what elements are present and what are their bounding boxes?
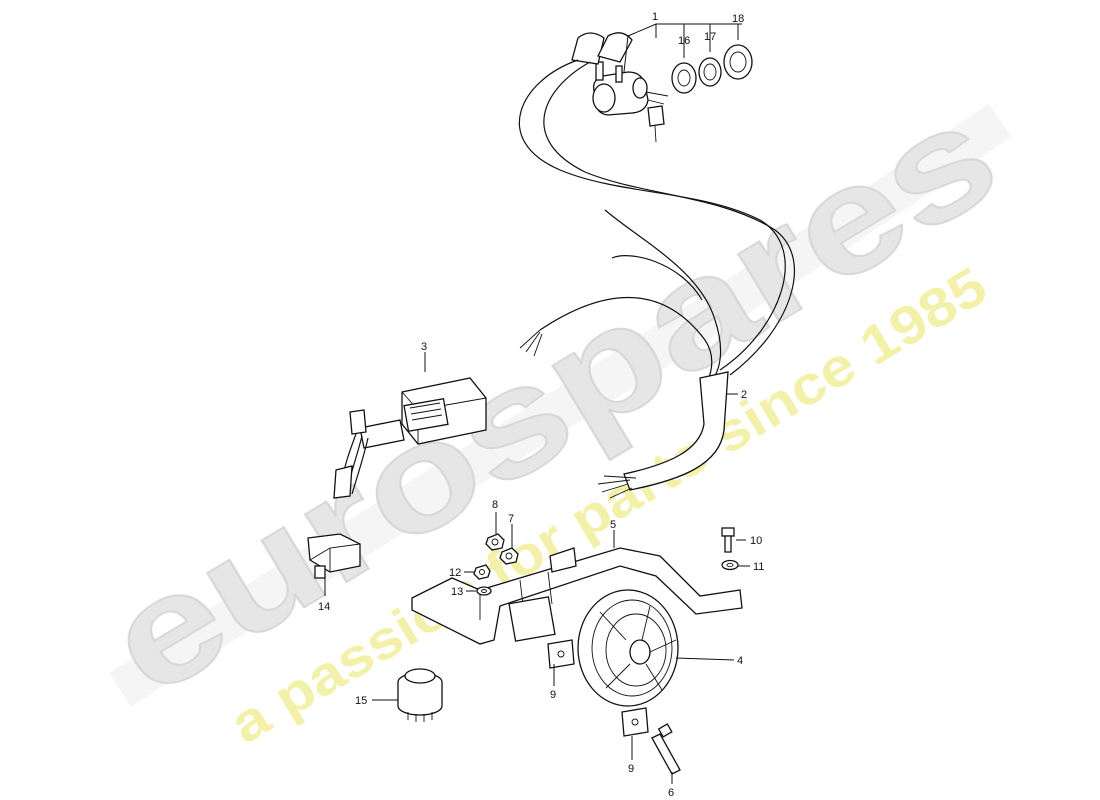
socket-15 bbox=[397, 668, 443, 722]
ring-16 bbox=[671, 62, 697, 94]
callout-14: 14 bbox=[318, 601, 330, 613]
callout-8: 8 bbox=[492, 499, 498, 511]
washer-11 bbox=[721, 559, 739, 571]
callout-10: 10 bbox=[750, 535, 762, 547]
washer-13 bbox=[476, 586, 492, 596]
nut-8 bbox=[485, 533, 505, 551]
callout-17: 17 bbox=[704, 31, 716, 43]
plate-9-upper bbox=[547, 639, 575, 669]
leader-lines bbox=[324, 23, 750, 784]
control-unit-connector bbox=[333, 409, 405, 499]
control-unit bbox=[401, 377, 487, 445]
horn bbox=[577, 589, 679, 707]
callout-12: 12 bbox=[449, 567, 461, 579]
callout-16: 16 bbox=[678, 35, 690, 47]
callout-3: 3 bbox=[421, 341, 427, 353]
callout-4: 4 bbox=[737, 655, 743, 667]
callout-13: 13 bbox=[451, 586, 463, 598]
nut-12 bbox=[473, 564, 491, 580]
plate-9-lower bbox=[621, 707, 649, 737]
ignition-lock-assembly bbox=[592, 61, 669, 143]
watermark-swoosh bbox=[109, 103, 1012, 707]
callout-5: 5 bbox=[610, 519, 616, 531]
ring-18 bbox=[723, 44, 753, 80]
callout-15: 15 bbox=[355, 695, 367, 707]
callout-9-lower: 9 bbox=[628, 763, 634, 775]
relay-14 bbox=[307, 533, 361, 579]
wire-boot-right bbox=[597, 32, 633, 63]
callout-2: 2 bbox=[741, 389, 747, 401]
callout-6: 6 bbox=[668, 787, 674, 799]
bolt-6 bbox=[651, 723, 681, 775]
wiring-harness bbox=[518, 59, 796, 499]
callout-18: 18 bbox=[732, 13, 744, 25]
wire-boot-left bbox=[571, 32, 605, 65]
callout-labels: 1 2 3 4 5 6 7 8 9 9 10 11 12 13 14 15 16… bbox=[318, 11, 764, 799]
callout-11: 11 bbox=[753, 561, 764, 573]
horn-bracket bbox=[411, 547, 743, 645]
callout-7: 7 bbox=[508, 513, 514, 525]
callout-9-upper: 9 bbox=[550, 689, 556, 701]
ring-17 bbox=[698, 57, 722, 87]
bolt-10 bbox=[721, 527, 735, 553]
callout-1: 1 bbox=[652, 11, 658, 23]
